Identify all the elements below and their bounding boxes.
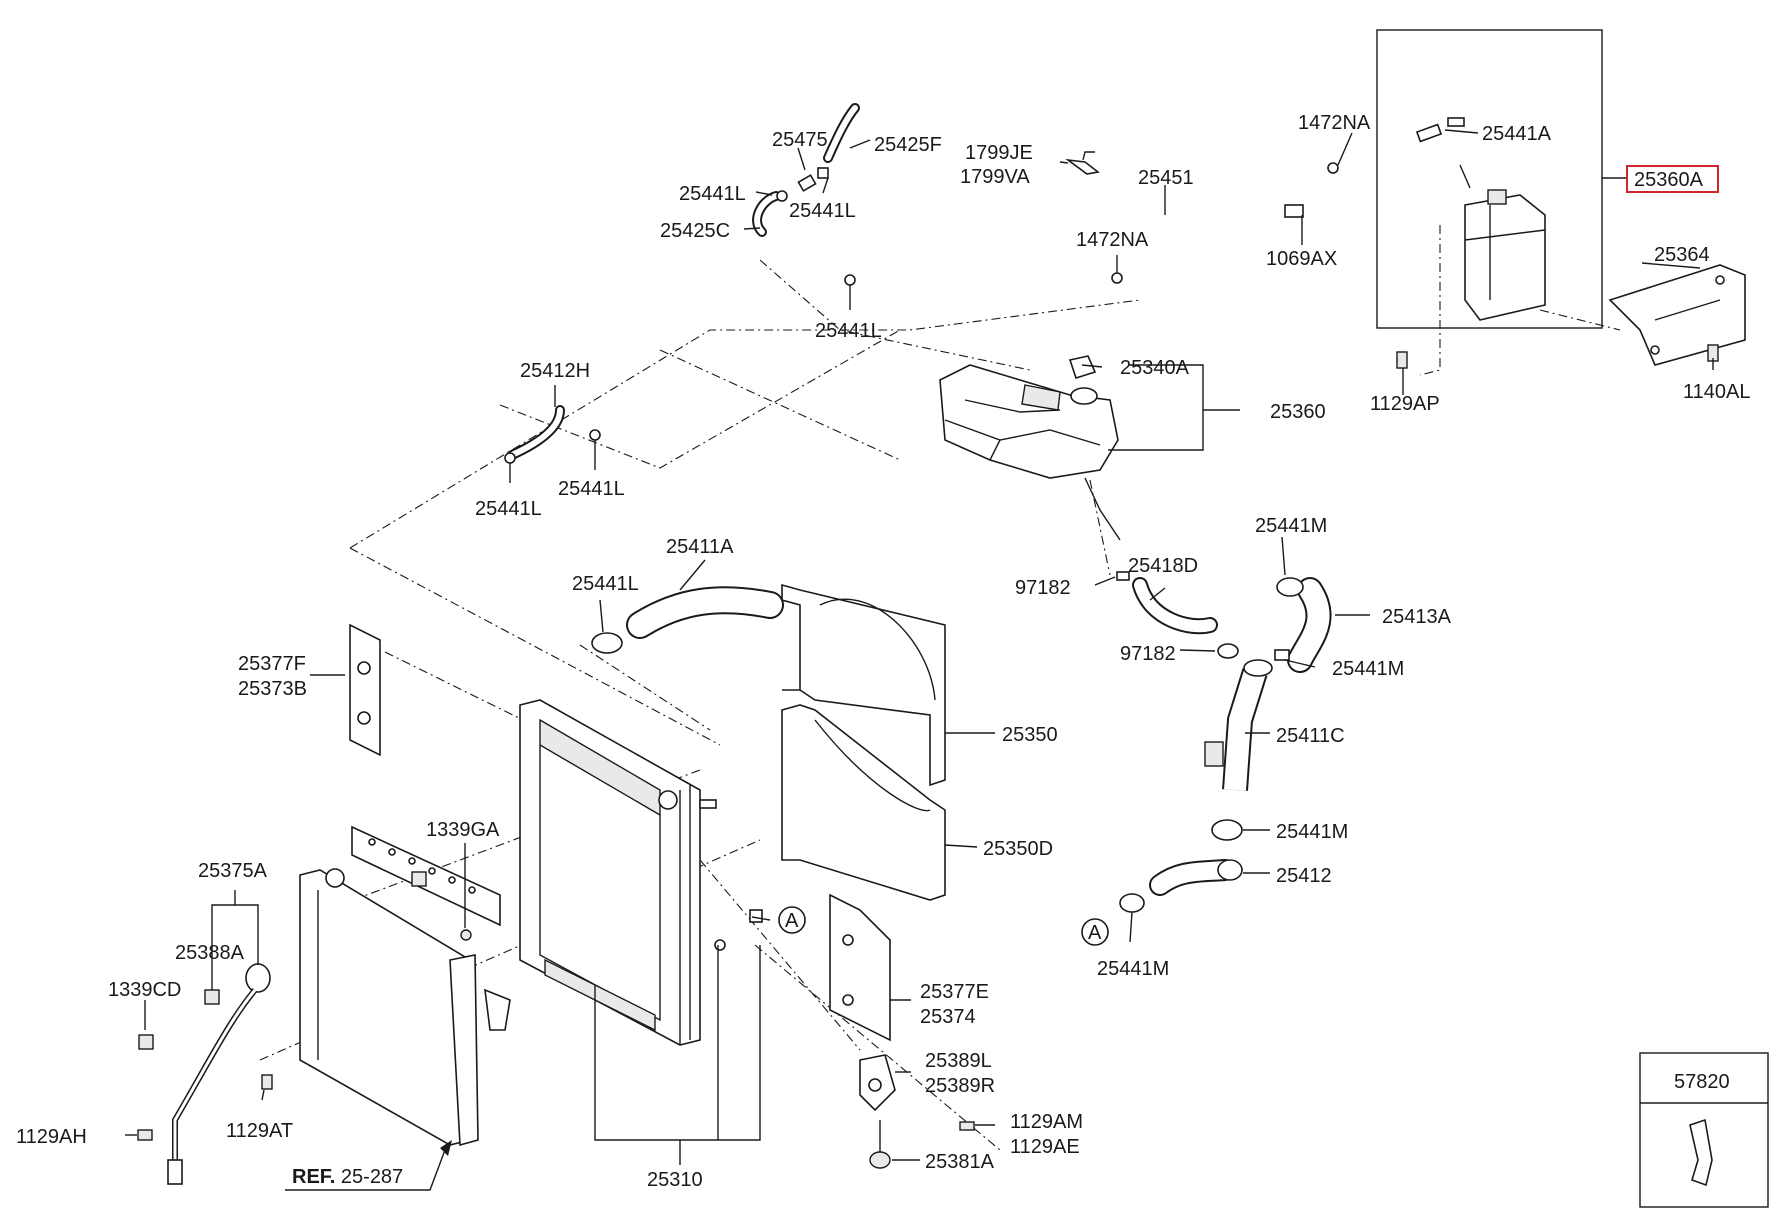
hose-25418d — [1132, 577, 1239, 659]
label-25418D: 25418D — [1128, 555, 1198, 577]
marker-a-2: A — [1088, 922, 1102, 944]
label-1069AX: 1069AX — [1266, 248, 1337, 270]
label-25451: 25451 — [1138, 167, 1194, 189]
label-25350D: 25350D — [983, 838, 1053, 860]
drain-fitting — [714, 909, 763, 951]
coolant-reservoir-25360 — [939, 355, 1130, 581]
label-25475: 25475 — [772, 129, 828, 151]
fan-shroud-25350d — [781, 704, 946, 901]
hose-25411a — [591, 586, 784, 654]
label-25350: 25350 — [1002, 724, 1058, 746]
label-25360: 25360 — [1270, 401, 1326, 423]
highlight-box — [1626, 165, 1719, 193]
bolt-1129ap — [1396, 351, 1408, 369]
label-25441L-b: 25441L — [789, 200, 856, 222]
inset-57820 — [1639, 1052, 1769, 1208]
label-97182-a: 97182 — [1015, 577, 1071, 599]
label-25377F: 25377F — [238, 653, 306, 675]
label-25411A: 25411A — [666, 536, 734, 558]
insulator-25381a — [869, 1120, 891, 1169]
support-rod-25375a — [137, 963, 273, 1185]
label-25441M-d: 25441M — [1097, 958, 1169, 980]
label-25360A: 25360A — [1634, 169, 1704, 191]
label-25441L-f: 25441L — [572, 573, 639, 595]
label-25374: 25374 — [920, 1006, 976, 1028]
marker-a-circle-2 — [1081, 918, 1109, 946]
clamp-25441l-c — [844, 274, 856, 286]
marker-a-circle-1 — [778, 906, 806, 934]
label-1472NA-top: 1472NA — [1298, 112, 1371, 134]
label-25441L-e: 25441L — [558, 478, 625, 500]
hose-25451 — [1093, 162, 1339, 284]
label-57820: 57820 — [1674, 1071, 1730, 1093]
bracket-25377f — [349, 623, 381, 757]
mount-bracket-25389 — [859, 1054, 896, 1112]
label-25389R: 25389R — [925, 1075, 995, 1097]
clamp-25441m-d — [1119, 893, 1145, 913]
fitting-25475 — [797, 167, 829, 192]
fan-shroud-25350 — [781, 583, 946, 787]
hose-25412h — [504, 405, 601, 464]
label-25441A: 25441A — [1482, 123, 1552, 145]
label-1129AH: 1129AH — [16, 1126, 87, 1148]
label-25364: 25364 — [1654, 244, 1710, 266]
label-1129AE: 1129AE — [1010, 1136, 1080, 1158]
label-1339GA: 1339GA — [426, 819, 500, 841]
label-25441M-a: 25441M — [1255, 515, 1327, 537]
label-25389L: 25389L — [925, 1050, 992, 1072]
reference-prefix: REF. — [292, 1166, 335, 1188]
leader-lines — [125, 129, 1714, 1191]
label-1799JE: 1799JE — [965, 142, 1033, 164]
label-25425C: 25425C — [660, 220, 730, 242]
label-25412H: 25412H — [520, 360, 590, 382]
label-1129AM: 1129AM — [1010, 1111, 1083, 1133]
hose-25425c — [752, 190, 788, 237]
label-25388A: 25388A — [175, 942, 245, 964]
clip-1799je — [1065, 151, 1100, 175]
label-25441M-b: 25441M — [1332, 658, 1404, 680]
label-25441L-c: 25441L — [815, 320, 882, 342]
label-1799VA: 1799VA — [960, 166, 1030, 188]
label-25412: 25412 — [1276, 865, 1332, 887]
label-25381A: 25381A — [925, 1151, 995, 1173]
reference-callout: REF. 25-287 — [292, 1166, 403, 1188]
radiator-25310 — [519, 699, 717, 1046]
label-97182-b: 97182 — [1120, 643, 1176, 665]
bracket-25364 — [1608, 264, 1746, 366]
label-1472NA-mid: 1472NA — [1076, 229, 1149, 251]
label-25441M-c: 25441M — [1276, 821, 1348, 843]
label-1339CD: 1339CD — [108, 979, 181, 1001]
label-25441L-d: 25441L — [475, 498, 542, 520]
label-1140AL: 1140AL — [1683, 381, 1750, 403]
label-25425F: 25425F — [874, 134, 942, 156]
reference-value: 25-287 — [341, 1166, 403, 1188]
label-25373B: 25373B — [238, 678, 307, 700]
label-25411C: 25411C — [1276, 725, 1345, 747]
label-25375A: 25375A — [198, 860, 268, 882]
clamp-25441m-c — [1211, 819, 1243, 841]
hose-25412 — [1149, 859, 1243, 896]
reservoir-assembly-box — [1376, 29, 1603, 329]
label-25340A: 25340A — [1120, 357, 1190, 379]
hose-25425f — [823, 103, 860, 163]
bolt-1129am — [959, 1121, 975, 1131]
label-25310: 25310 — [647, 1169, 703, 1191]
pipe-25411c — [1204, 649, 1290, 791]
label-1129AP: 1129AP — [1370, 393, 1440, 415]
hose-25413a — [1276, 577, 1332, 673]
frame-rail-bracket — [351, 825, 501, 941]
intercooler-assembly — [299, 868, 511, 1147]
reservoir-tank-small — [1415, 117, 1546, 321]
marker-a-1: A — [785, 910, 799, 932]
label-25413A: 25413A — [1382, 606, 1452, 628]
label-25441L-a: 25441L — [679, 183, 746, 205]
bracket-25377e — [829, 893, 891, 1042]
label-1129AT: 1129AT — [226, 1120, 293, 1142]
label-25377E: 25377E — [920, 981, 989, 1003]
